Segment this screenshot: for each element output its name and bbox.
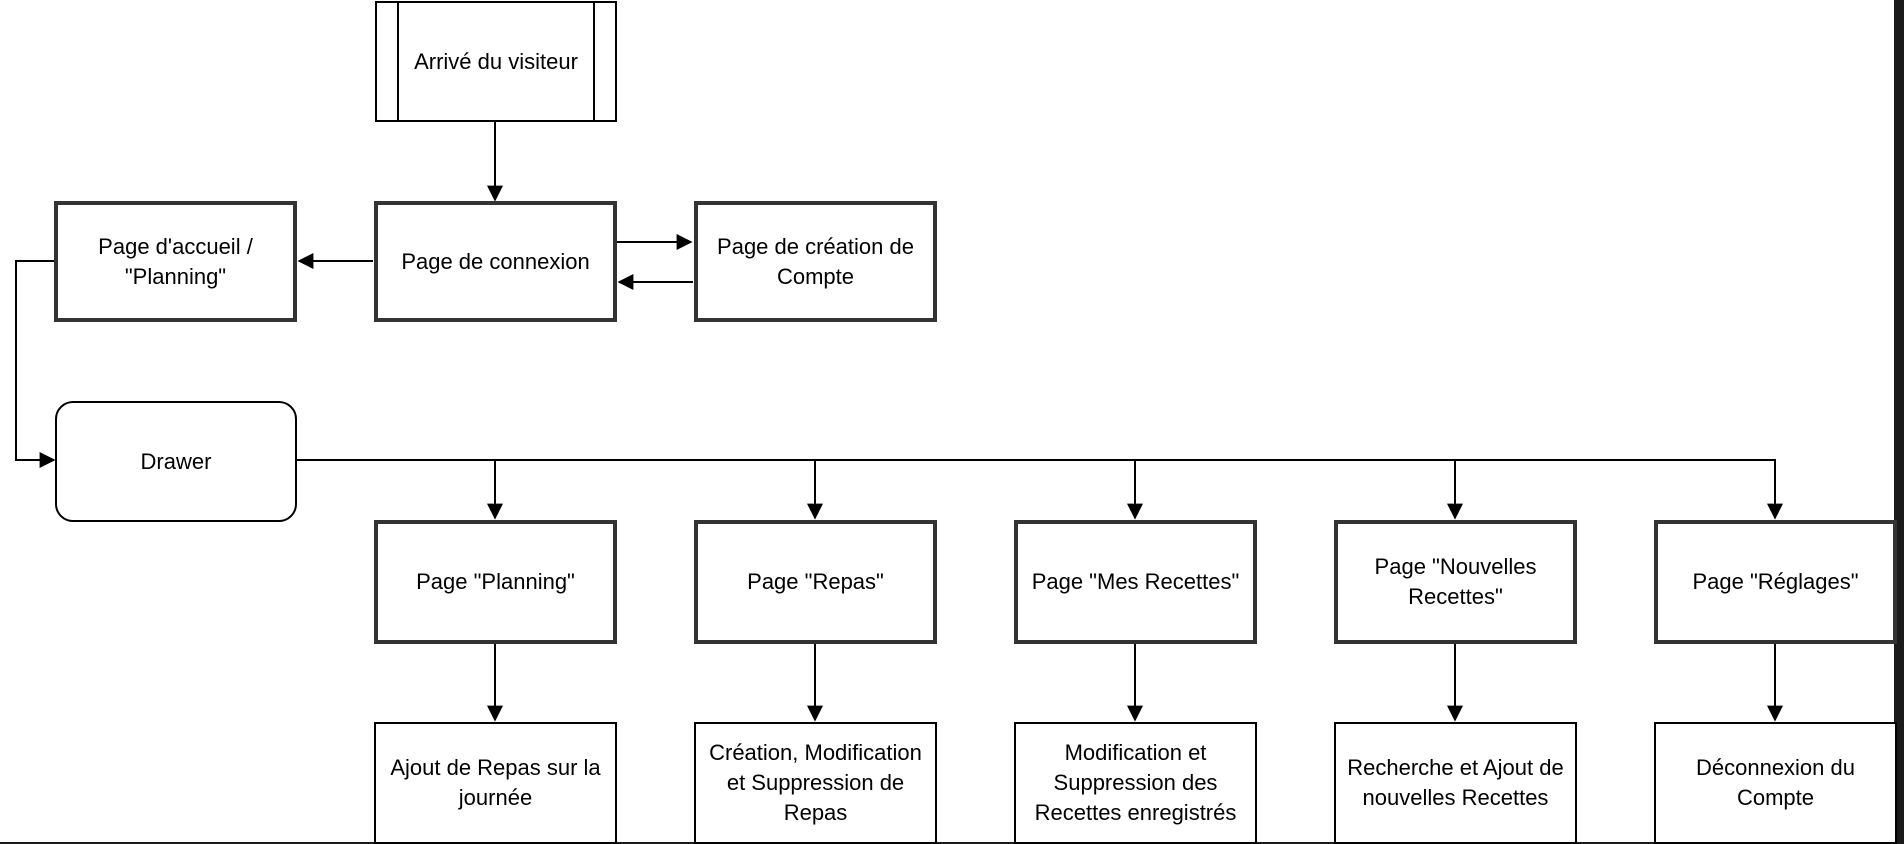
node-action-planning-label: Ajout de Repas sur la journée xyxy=(390,755,601,810)
node-page-repas-label: Page "Repas" xyxy=(747,569,884,594)
edge-home-drawer xyxy=(15,260,56,468)
node-action-reglages: Déconnexion du Compte xyxy=(1654,722,1897,844)
node-page-nouvelles-recettes-label: Page "Nouvelles Recettes" xyxy=(1374,554,1537,609)
node-arrival-label: Arrivé du visiteur xyxy=(414,48,578,74)
node-action-planning: Ajout de Repas sur la journée xyxy=(374,722,617,844)
node-page-planning: Page "Planning" xyxy=(374,520,617,644)
node-page-reglages-label: Page "Réglages" xyxy=(1692,569,1859,594)
node-page-mes-recettes-label: Page "Mes Recettes" xyxy=(1031,569,1240,594)
node-action-reglages-label: Déconnexion du Compte xyxy=(1695,755,1855,810)
node-action-mes-recettes-label: Modification et Suppression des Recettes… xyxy=(1034,740,1237,825)
edge-drawer-mes-recettes xyxy=(815,459,1143,520)
node-login: Page de connexion xyxy=(374,201,617,322)
edge-drawer-repas xyxy=(495,459,823,520)
node-signup: Page de création de Compte xyxy=(694,201,937,322)
node-home: Page d'accueil / "Planning" xyxy=(54,201,297,322)
node-page-planning-label: Page "Planning" xyxy=(416,569,575,594)
node-action-mes-recettes: Modification et Suppression des Recettes… xyxy=(1014,722,1257,844)
node-action-repas-label: Création, Modification et Suppression de… xyxy=(709,740,922,825)
node-signup-label: Page de création de Compte xyxy=(717,233,914,289)
node-drawer: Drawer xyxy=(55,401,297,522)
node-page-reglages: Page "Réglages" xyxy=(1654,520,1897,644)
node-action-repas: Création, Modification et Suppression de… xyxy=(694,722,937,844)
node-action-nouvelles-recettes: Recherche et Ajout de nouvelles Recettes xyxy=(1334,722,1577,844)
node-page-nouvelles-recettes: Page "Nouvelles Recettes" xyxy=(1334,520,1577,644)
node-login-label: Page de connexion xyxy=(401,248,590,274)
node-page-mes-recettes: Page "Mes Recettes" xyxy=(1014,520,1257,644)
node-drawer-label: Drawer xyxy=(140,448,212,474)
node-home-label: Page d'accueil / "Planning" xyxy=(98,233,253,289)
edge-drawer-reglages xyxy=(1455,459,1783,520)
node-page-repas: Page "Repas" xyxy=(694,520,937,644)
edge-drawer-planning xyxy=(297,459,503,520)
node-arrival: Arrivé du visiteur xyxy=(375,1,617,122)
edge-drawer-nouvelles xyxy=(1135,459,1463,520)
node-action-nouvelles-recettes-label: Recherche et Ajout de nouvelles Recettes xyxy=(1347,755,1564,810)
